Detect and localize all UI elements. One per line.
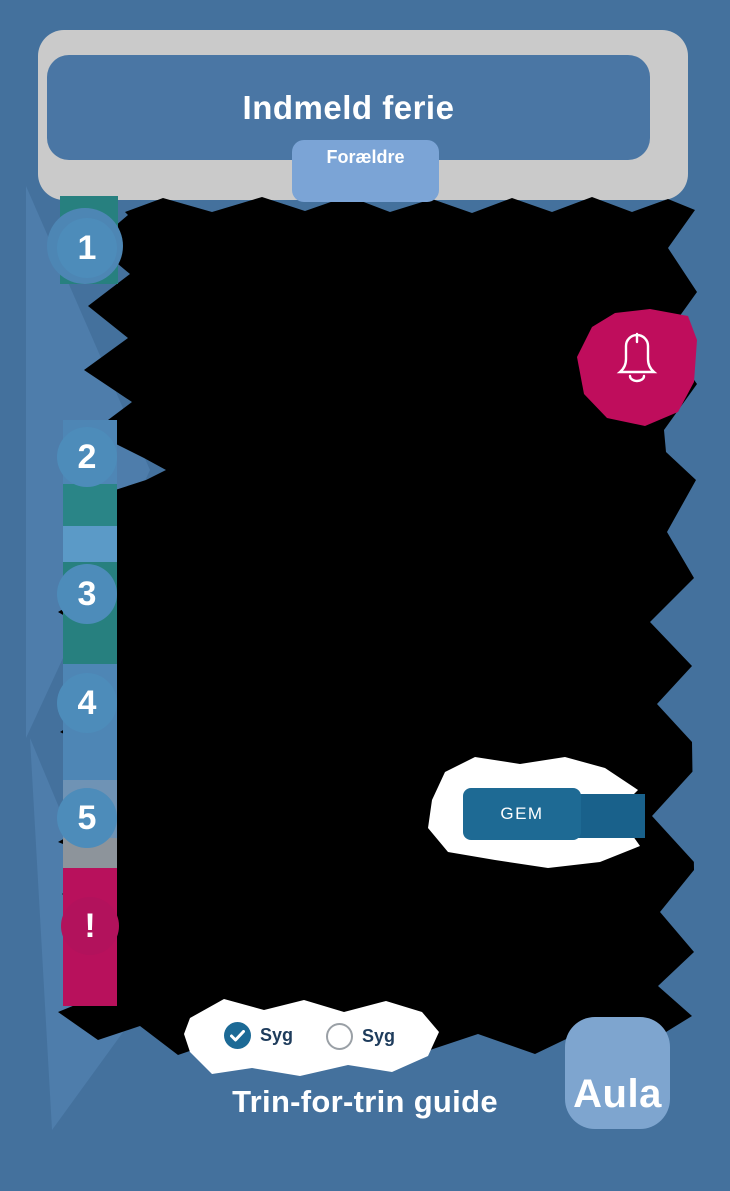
header-frame: Indmeld ferie <box>38 30 688 200</box>
step-circle-2: 2 <box>57 427 117 487</box>
audience-badge: Forældre <box>292 140 439 202</box>
radio-unchecked[interactable] <box>326 1023 353 1050</box>
option-label: Syg <box>260 1025 294 1045</box>
save-button-bar <box>575 794 645 838</box>
ribbon-teal-segment <box>63 484 117 528</box>
step-circle-1: 1 <box>57 218 117 278</box>
option-syg-selected[interactable]: Syg <box>224 1022 293 1049</box>
guide-title: Trin-for-trin guide <box>232 1084 498 1119</box>
warning-circle: ! <box>61 897 119 955</box>
audience-badge-label: Forældre <box>326 147 405 167</box>
page-title: Indmeld ferie <box>242 88 455 126</box>
bell-icon <box>616 332 658 383</box>
step-circle-3: 3 <box>57 564 117 624</box>
ribbon-blue-segment <box>63 526 117 564</box>
step-number: 4 <box>77 683 97 722</box>
options-highlight-blob <box>184 999 439 1076</box>
option-syg-unselected[interactable]: Syg <box>326 1023 395 1050</box>
option-label: Syg <box>362 1026 396 1046</box>
aula-logo: Aula <box>565 1017 670 1129</box>
radio-checked[interactable] <box>224 1022 251 1049</box>
aula-logo-text: Aula <box>573 1071 662 1116</box>
step-circle-4: 4 <box>57 673 117 733</box>
step-number: 2 <box>77 437 97 476</box>
header-panel: Indmeld ferie <box>47 55 650 160</box>
step-number: 5 <box>77 798 97 837</box>
pointer-wedge <box>652 770 694 862</box>
warning-mark: ! <box>84 906 96 945</box>
step-circle-5: 5 <box>57 788 117 848</box>
step-number: 1 <box>77 228 97 267</box>
check-icon <box>230 1029 245 1041</box>
notification-blob <box>577 309 697 426</box>
step-number: 3 <box>77 574 97 613</box>
save-button[interactable]: GEM <box>463 788 581 840</box>
